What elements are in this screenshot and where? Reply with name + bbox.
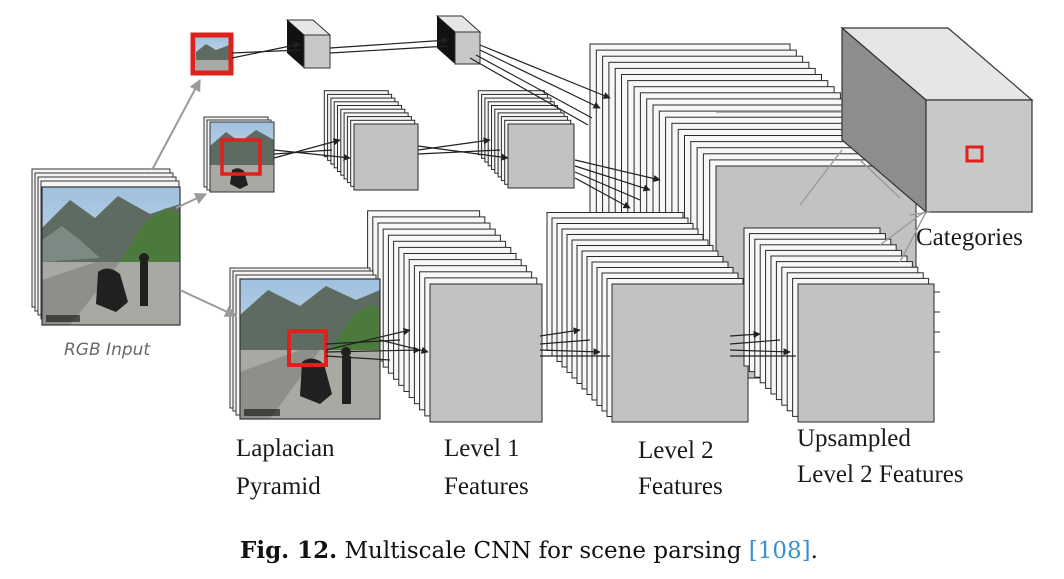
- laplacian-label-line2: Pyramid: [236, 473, 321, 500]
- level1-label-line2: Features: [444, 473, 529, 500]
- level2-label-line1: Level 2: [638, 437, 714, 464]
- feature-map-layer: [611, 283, 749, 423]
- rgb-input-label: RGB Input: [64, 340, 151, 360]
- upsampled-edge-ticks: [934, 291, 940, 353]
- upsampled-label-line2: Level 2 Features: [797, 461, 964, 488]
- upsampled-level2-stack: [743, 227, 935, 423]
- mid-scale-red-window: [220, 138, 262, 176]
- laplacian-full-scale-stack: [229, 267, 381, 420]
- caption-reference-link[interactable]: [108]: [749, 538, 811, 564]
- caption-period: .: [811, 538, 818, 564]
- category-highlight-box: [965, 145, 984, 163]
- upsampled-label-line1: Upsampled: [797, 425, 911, 452]
- mountain-road-photo-icon: [42, 187, 180, 325]
- flow-arrows: [231, 36, 796, 361]
- rgb-input-stack: [31, 168, 181, 326]
- mid-scale-level2-stack: [477, 90, 575, 189]
- input-arrows: [151, 78, 238, 317]
- caption-text: Multiscale CNN for scene parsing: [337, 538, 749, 564]
- feature-map-layer: [429, 283, 543, 423]
- level2-label-line2: Features: [638, 473, 723, 500]
- categories-cube: [840, 26, 1034, 214]
- feature-map-layer: [507, 123, 575, 189]
- categories-connectors: [716, 111, 931, 263]
- laplacian-label-line1: Laplacian: [236, 435, 335, 462]
- small-scale-level1-cube: [285, 19, 332, 69]
- figure-caption: Fig. 12. Multiscale CNN for scene parsin…: [240, 537, 818, 564]
- feature-map-layer: [353, 123, 419, 191]
- small-scale-red-window: [190, 32, 234, 76]
- full-scale-red-window: [287, 329, 328, 367]
- mid-scale-level1-stack: [323, 90, 419, 191]
- feature-map-layer: [797, 283, 935, 423]
- categories-label: Categories: [916, 224, 1023, 251]
- level1-label-line1: Level 1: [444, 435, 520, 462]
- caption-figure-number: Fig. 12.: [240, 537, 337, 564]
- laplacian-mid-scale-image: [203, 116, 275, 193]
- level1-features-stack: [367, 210, 543, 423]
- laplacian-small-scale-image: [190, 32, 234, 76]
